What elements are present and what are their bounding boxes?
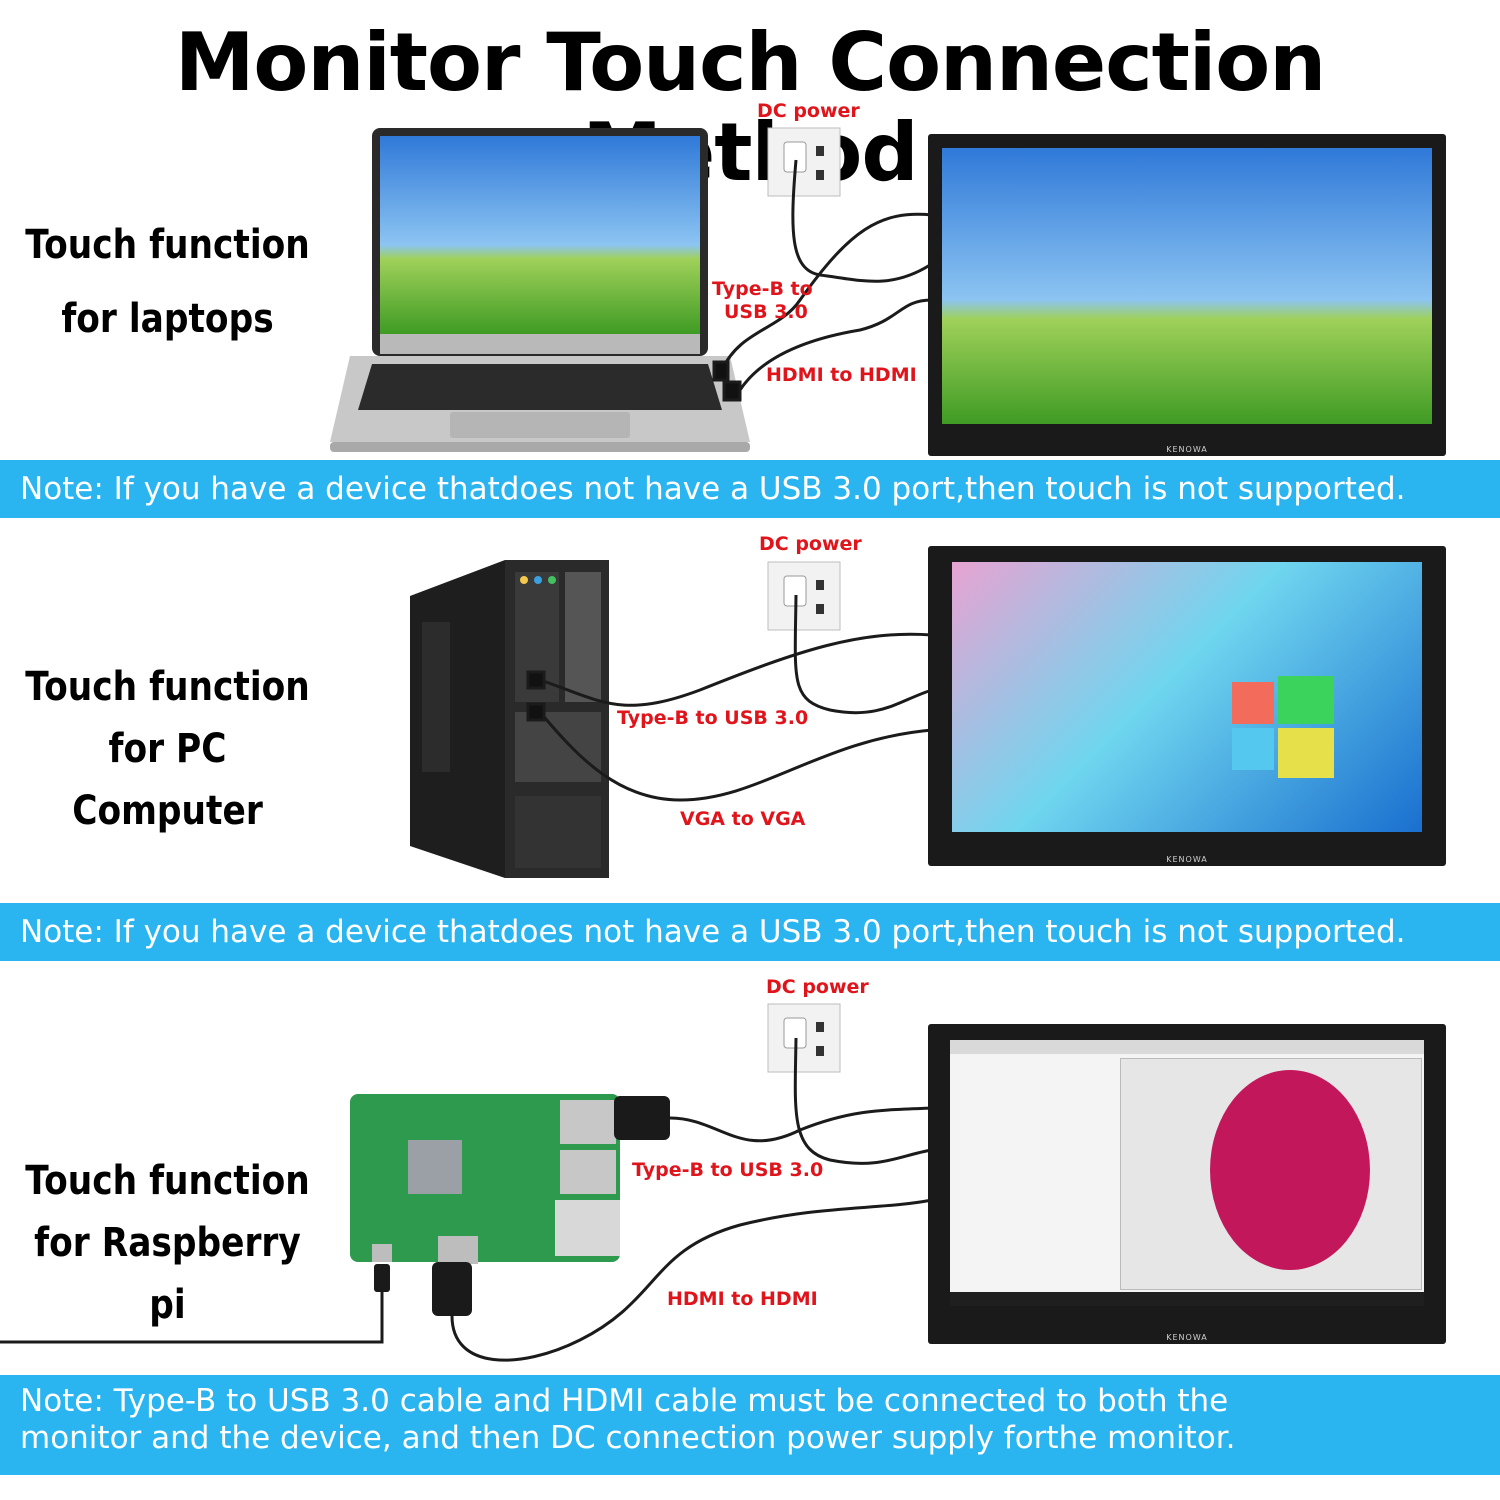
wall-socket-1 <box>767 127 841 197</box>
dc-power-cable-2 <box>793 594 933 715</box>
wall-socket-2 <box>767 561 841 631</box>
power-cable-3 <box>0 1292 384 1344</box>
windows-logo-tile-blue <box>1232 728 1274 770</box>
dc-power-label-2: DC power <box>759 533 862 555</box>
monitor-screen-3 <box>950 1040 1424 1306</box>
dc-power-label-1: DC power <box>757 100 860 122</box>
taskbar <box>950 1292 1424 1306</box>
vga-label-2: VGA to VGA <box>680 808 806 830</box>
usb-cable-1 <box>720 212 933 371</box>
monitor-laptop-section: KENOWA <box>928 134 1446 456</box>
section-pc-label-line1: Touch function <box>25 664 310 710</box>
usb-cable-3 <box>669 1106 933 1143</box>
pc-cables <box>526 594 933 802</box>
hdmi-cable-1 <box>738 298 933 391</box>
windows-logo-tile-green <box>1278 676 1334 724</box>
monitor-screen-1 <box>942 148 1432 424</box>
section-laptop-label: Touch function for laptops <box>23 214 311 350</box>
monitor-pc-section: KENOWA <box>928 546 1446 866</box>
dc-power-label-3: DC power <box>766 976 869 998</box>
section-pc-label-line2: for PC Computer <box>72 726 263 834</box>
note-text-1: Note: If you have a device thatdoes not … <box>20 471 1406 507</box>
usb-label-1-line2: USB 3.0 <box>724 301 808 323</box>
section-raspberry-label: Touch function for Raspberry pi <box>23 1150 311 1336</box>
browser-tab-bar <box>950 1040 1424 1054</box>
usb-label-1-line1: Type-B to <box>712 278 813 300</box>
windows-logo-tile-red <box>1232 682 1274 724</box>
note-text-2: Note: If you have a device thatdoes not … <box>20 914 1406 950</box>
note-banner-2: Note: If you have a device thatdoes not … <box>0 903 1500 961</box>
section-laptop-label-line1: Touch function <box>25 222 310 268</box>
monitor-brand-1: KENOWA <box>1166 445 1208 454</box>
raspberry-logo-icon <box>1210 1070 1370 1270</box>
raspberry-cables <box>0 1037 933 1362</box>
section-raspberry-label-line1: Touch function <box>25 1158 310 1204</box>
raspberry-pi-board <box>350 1094 670 1316</box>
note-text-3-line1: Note: Type-B to USB 3.0 cable and HDMI c… <box>20 1383 1229 1419</box>
wall-socket-3 <box>767 1003 841 1073</box>
monitor-raspberry-section: KENOWA <box>928 1024 1446 1344</box>
vga-cable-2 <box>538 711 933 802</box>
windows-logo-tile-yellow <box>1278 728 1334 778</box>
section-raspberry-label-line2: for Raspberry pi <box>34 1220 301 1328</box>
pc-tower-illustration <box>410 560 609 878</box>
usb-label-3: Type-B to USB 3.0 <box>632 1159 824 1181</box>
section-laptop-label-line2: for laptops <box>61 296 274 342</box>
hdmi-cable-3 <box>450 1198 933 1362</box>
page-title: Monitor Touch Connection Method <box>174 16 1326 199</box>
monitor-brand-3: KENOWA <box>1166 1333 1208 1342</box>
usb-cable-2 <box>539 632 933 707</box>
monitor-screen-2 <box>952 562 1422 832</box>
hdmi-label-1: HDMI to HDMI <box>766 364 917 386</box>
section-pc-label: Touch function for PC Computer <box>23 656 311 842</box>
hdmi-label-3: HDMI to HDMI <box>667 1288 818 1310</box>
usb-label-2: Type-B to USB 3.0 <box>617 707 809 729</box>
note-banner-1: Note: If you have a device thatdoes not … <box>0 460 1500 518</box>
note-text-3-line2: monitor and the device, and then DC conn… <box>20 1420 1236 1456</box>
monitor-brand-2: KENOWA <box>1166 855 1208 864</box>
laptop-cables <box>712 159 933 402</box>
note-banner-3: Note: Type-B to USB 3.0 cable and HDMI c… <box>0 1375 1500 1475</box>
dc-power-cable-3 <box>793 1037 933 1165</box>
laptop-illustration <box>330 128 750 452</box>
